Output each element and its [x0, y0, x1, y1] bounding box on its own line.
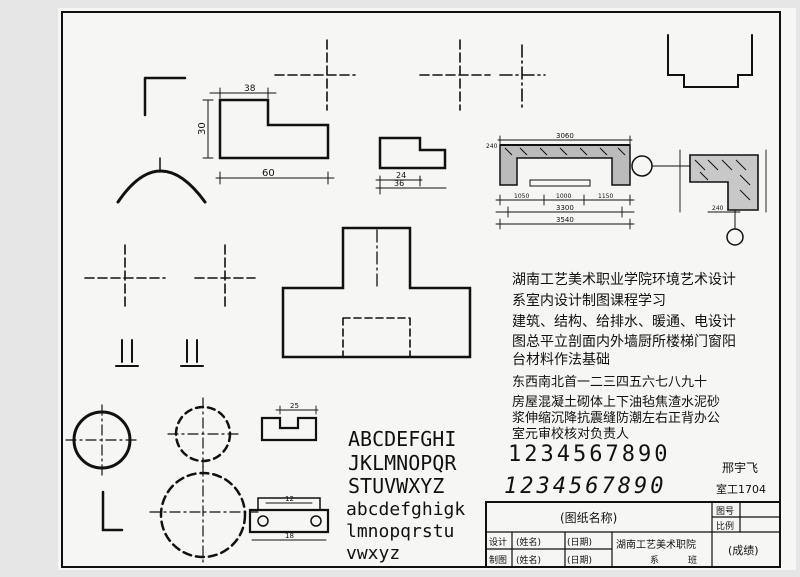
title-name-1: (姓名) [516, 536, 541, 548]
corner-l-mark [101, 490, 124, 532]
notch-drawing [260, 405, 319, 442]
digits-line-1: 1234567890 [508, 442, 670, 467]
title-name-2: (姓名) [516, 554, 541, 566]
dim-left-height: 30 [197, 122, 208, 135]
text-line-5: 台材料作法基础 [512, 351, 610, 368]
arch-shape [116, 157, 207, 204]
text-line-9: 室元审校核对负责人 [512, 426, 629, 442]
plate-drawing [248, 497, 330, 541]
letters-line-5: lmnopqrstu [346, 521, 454, 542]
dim-inner-total: 3300 [556, 204, 574, 212]
title-grade: (成绩) [728, 544, 759, 557]
dim-left-segment: 1050 [514, 193, 529, 200]
l-shape-drawing [202, 87, 335, 185]
title-date-2: (日期) [567, 555, 592, 566]
title-class: 班 [688, 554, 697, 566]
dim-span-top: 3060 [556, 132, 574, 140]
dim-bottom-width: 60 [262, 168, 275, 179]
letters-line-4: abcdefghigk [346, 499, 465, 520]
dim-right-segment: 1150 [598, 193, 613, 200]
drawing-frame [61, 11, 781, 568]
dim-wall-thickness: 240 [486, 143, 498, 150]
crosshair-marks [84, 39, 491, 311]
dim-total: 3540 [556, 216, 574, 224]
corner-bracket [143, 76, 187, 117]
dim-notch-width: 25 [290, 402, 299, 410]
letters-line-1: ABCDEFGHI [348, 427, 456, 451]
text-line-7: 房屋混凝土砌体上下油毡焦渣水泥砂 [512, 394, 720, 410]
text-line-1: 湖南工艺美术职业学院环境艺术设计 [512, 272, 736, 288]
stair-section-drawing [631, 149, 767, 246]
digits-line-2: 1234567890 [504, 474, 666, 499]
dim-plate-width: 18 [285, 532, 294, 540]
title-drawing-no-label: 图号 [716, 506, 734, 517]
circle-drawings [65, 397, 259, 563]
title-design-label: 设计 [489, 536, 507, 548]
text-line-3: 建筑、结构、给排水、暖通、电设计 [512, 314, 736, 330]
column-marks [115, 339, 204, 367]
text-line-6: 东西南北首一二三四五六七八九十 [512, 374, 707, 390]
t-elevation-drawing [281, 226, 472, 359]
text-line-2: 系室内设计制图课程学习 [512, 292, 666, 309]
title-date-1: (日期) [567, 537, 592, 548]
step-profile [667, 34, 753, 88]
dim-middle-segment: 1000 [556, 193, 571, 200]
title-drawing-name: (图纸名称) [560, 510, 617, 525]
dim-top-width: 38 [244, 84, 256, 94]
title-school: 湖南工艺美术职院 [616, 538, 696, 551]
signature-name: 邢宇飞 [722, 461, 758, 475]
small-step-drawing [375, 136, 447, 195]
dim-base-width: 36 [394, 179, 404, 188]
text-line-4: 图总平立剖面内外墙厨所楼梯门窗阳 [512, 333, 736, 350]
title-drafting-label: 制图 [489, 554, 507, 566]
chinese-text-block: 湖南工艺美术职业学院环境艺术设计 系室内设计制图课程学习 建筑、结构、给排水、暖… [512, 272, 736, 442]
title-dept: 系 [650, 555, 659, 566]
centerline-mark [499, 44, 546, 111]
dim-small-240: 240 [712, 205, 724, 212]
title-block [485, 501, 781, 568]
text-line-8: 浆伸缩沉降抗震缝防潮左右正背办公 [512, 410, 720, 426]
letter-practice: ABCDEFGHI JKLMNOPQR STUVWXYZ abcdefghigk… [346, 427, 465, 564]
dim-slot-width: 12 [285, 495, 294, 503]
letters-line-2: JKLMNOPQR [348, 451, 457, 475]
signature-class: 室工1704 [716, 482, 766, 496]
wall-section-drawing [495, 135, 635, 230]
letters-line-3: STUVWXYZ [348, 474, 444, 498]
title-scale-label: 比例 [716, 520, 734, 532]
letters-line-6: vwxyz [346, 543, 400, 564]
dim-step-width: 24 [396, 171, 406, 180]
